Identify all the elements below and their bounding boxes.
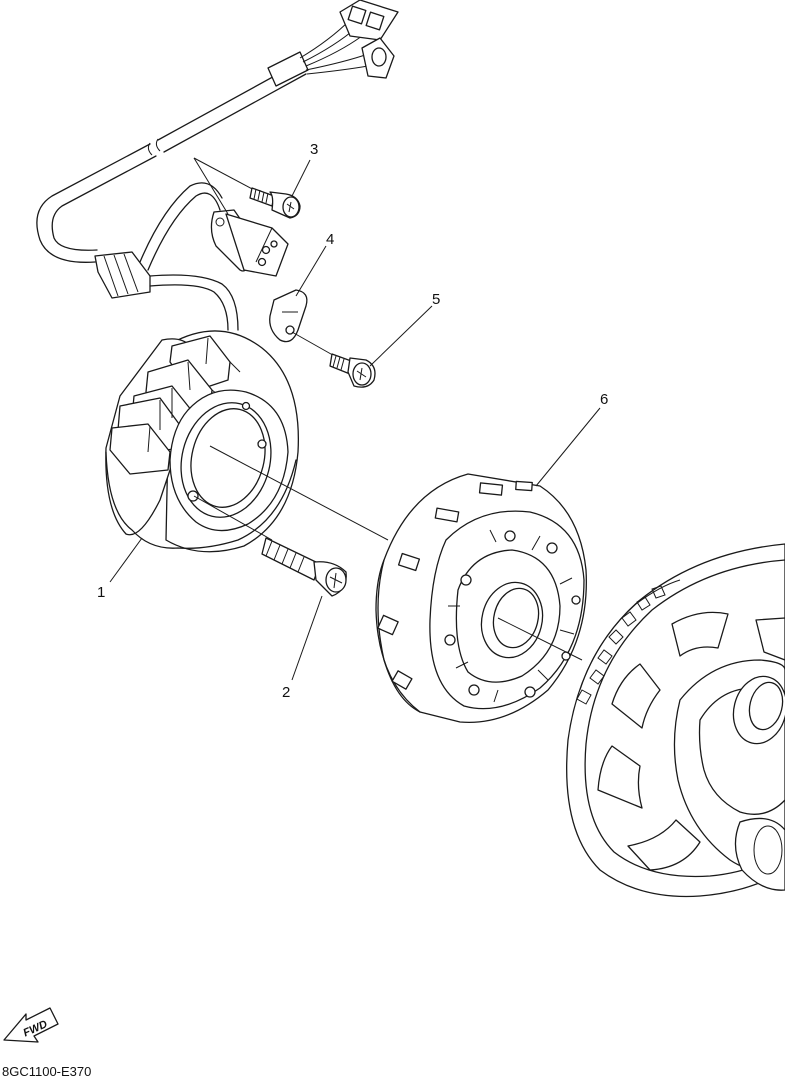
- connector-top: [339, 0, 399, 41]
- starter-gear-assembly: [566, 543, 785, 898]
- callout-2: 2: [282, 684, 290, 701]
- diagram-code: 8GC1100-E370: [2, 1064, 91, 1078]
- wire-harness: [36, 0, 399, 331]
- fwd-arrow-icon: FWD: [3, 1007, 59, 1043]
- callout-4: 4: [326, 231, 334, 248]
- pickup-coil: [210, 209, 289, 277]
- pickup-guide-lines: [193, 157, 259, 215]
- center-lines: [209, 445, 583, 661]
- gear-teeth: [576, 579, 681, 705]
- connector-second: [361, 37, 395, 79]
- screw-3: [249, 187, 301, 219]
- screw-2: [193, 495, 347, 597]
- callout-1: 1: [97, 584, 105, 601]
- callout-3: 3: [310, 141, 318, 158]
- wire-sleeve: [94, 251, 151, 299]
- callout-leaders: [109, 159, 601, 681]
- stator-assembly: [105, 330, 300, 553]
- callout-6: 6: [600, 391, 608, 408]
- clamp-4: [269, 289, 308, 343]
- screw-5: [291, 331, 376, 388]
- rotor: [375, 473, 587, 724]
- callout-5: 5: [432, 291, 440, 308]
